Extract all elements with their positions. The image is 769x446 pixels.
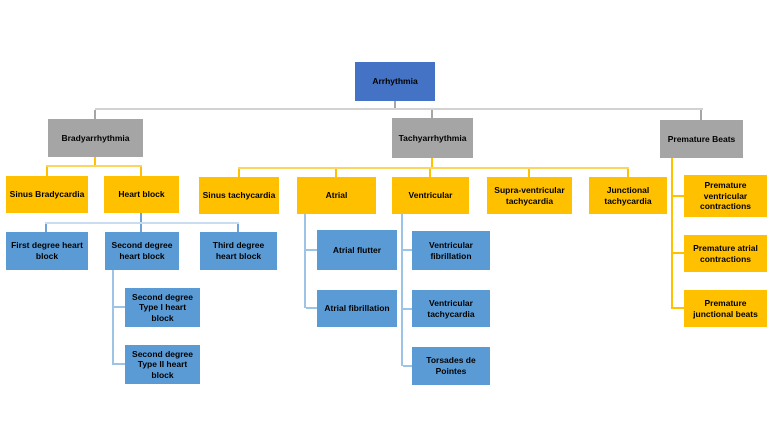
node-sinus-tachycardia: Sinus tachycardia [199, 177, 279, 214]
connector-line [401, 214, 403, 366]
connector-line [700, 110, 702, 121]
connector-line [238, 167, 629, 169]
node-arrhythmia: Arrhythmia [355, 62, 435, 101]
node-first-degree-heart-block: First degree heart block [6, 232, 88, 270]
connector-line [304, 214, 306, 308]
connector-line [394, 100, 396, 109]
connector-line [431, 158, 433, 168]
connector-line [94, 110, 96, 120]
node-premature-ventricular-contractions: Premature ventricular contractions [684, 175, 767, 217]
connector-line [45, 224, 47, 232]
connector-line [671, 158, 673, 309]
node-atrial-flutter: Atrial flutter [317, 230, 397, 270]
connector-line [114, 306, 125, 308]
node-premature-junctional-beats: Premature junctional beats [684, 290, 767, 327]
connector-line [431, 110, 433, 119]
node-second-degree-type-ii-heart-block: Second degree Type II heart block [125, 345, 200, 384]
connector-line [237, 224, 239, 232]
connector-line [528, 169, 530, 178]
connector-line [335, 169, 337, 178]
connector-line [95, 108, 703, 110]
node-ventricular-tachycardia: Ventricular tachycardia [412, 290, 490, 327]
connector-line [403, 308, 412, 310]
node-second-degree-heart-block: Second degree heart block [105, 232, 179, 270]
connector-line [403, 365, 412, 367]
connector-line [238, 169, 240, 178]
node-third-degree-heart-block: Third degree heart block [200, 232, 277, 270]
connector-line [114, 363, 125, 365]
connector-line [140, 224, 142, 232]
node-premature-atrial-contractions: Premature atrial contractions [684, 235, 767, 272]
connector-line [140, 167, 142, 177]
connector-line [46, 165, 142, 167]
node-torsades-de-pointes: Torsades de Pointes [412, 347, 490, 385]
node-bradyarrhythmia: Bradyarrhythmia [48, 119, 143, 157]
node-heart-block: Heart block [104, 176, 179, 213]
connector-line [403, 249, 412, 251]
node-tachyarrhythmia: Tachyarrhythmia [392, 118, 473, 158]
connector-line [46, 167, 48, 177]
node-premature-beats: Premature Beats [660, 120, 743, 158]
connector-line [673, 307, 684, 309]
connector-line [429, 169, 431, 178]
node-atrial-fibrillation: Atrial fibrillation [317, 290, 397, 327]
node-ventricular-fibrillation: Ventricular fibrillation [412, 231, 490, 270]
node-supra-ventricular-tachycardia: Supra-ventricular tachycardia [487, 177, 572, 214]
node-atrial: Atrial [297, 177, 376, 214]
node-sinus-bradycardia: Sinus Bradycardia [6, 176, 88, 213]
node-second-degree-type-i-heart-block: Second degree Type I heart block [125, 288, 200, 327]
node-junctional-tachycardia: Junctional tachycardia [589, 177, 667, 214]
connector-line [112, 270, 114, 365]
connector-line [45, 222, 239, 224]
connector-line [627, 169, 629, 178]
connector-line [94, 157, 96, 166]
node-ventricular: Ventricular [392, 177, 469, 214]
connector-line [306, 249, 317, 251]
connector-line [673, 252, 684, 254]
connector-line [140, 212, 142, 224]
connector-line [673, 195, 684, 197]
connector-line [306, 307, 317, 309]
